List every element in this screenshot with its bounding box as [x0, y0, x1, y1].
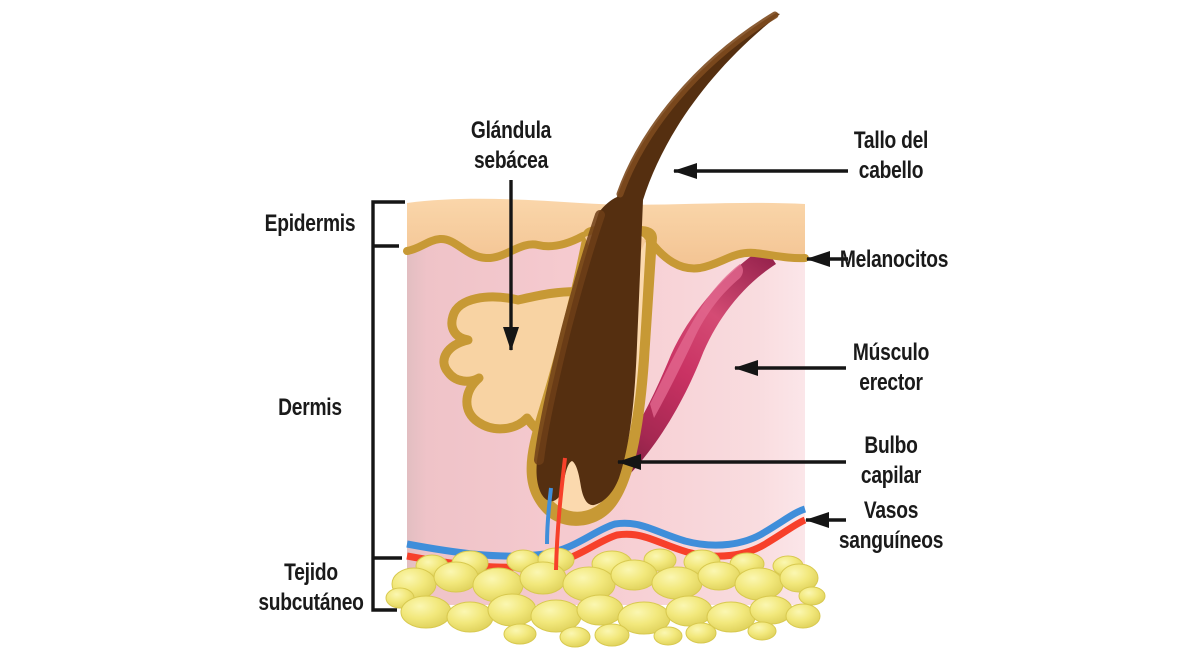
label-erector-muscle-line2: erector: [859, 369, 923, 396]
hair-shaft-and-bulb: [536, 13, 780, 506]
label-melanocytes: Melanocitos: [806, 245, 982, 275]
label-epidermis-text: Epidermis: [264, 210, 356, 237]
bulb-capillary-branches: [545, 457, 567, 571]
label-subcutaneous-tissue: Tejido subcutáneo: [223, 558, 399, 618]
label-sebaceous-gland: Glándula sebácea: [423, 116, 599, 176]
label-hair-bulb: Bulbo capilar: [803, 431, 979, 491]
hair-root-highlight: [534, 210, 605, 465]
label-blood-vessels-line1: Vasos: [863, 497, 919, 524]
callout-arrows: [503, 163, 848, 528]
label-erector-muscle-line1: Músculo: [852, 339, 930, 366]
label-blood-vessels-line2: sanguíneos: [838, 527, 944, 554]
vein-blue-vessel: [406, 505, 807, 560]
label-hair-bulb-line1: Bulbo: [864, 432, 918, 459]
hair: [534, 11, 780, 506]
label-erector-muscle: Músculo erector: [803, 338, 979, 398]
fat-cells-group: [385, 547, 826, 648]
label-dermis-text: Dermis: [278, 394, 342, 421]
layer-brackets: [371, 200, 405, 612]
label-hair-shaft-line1: Tallo del: [853, 127, 929, 154]
blood-vessels: [406, 505, 807, 571]
label-hair-shaft-line2: cabello: [858, 157, 924, 184]
label-subcutaneous-tissue-line2: subcutáneo: [258, 589, 364, 616]
label-dermis: Dermis: [222, 393, 398, 423]
label-sebaceous-gland-line1: Glándula: [470, 117, 552, 144]
label-melanocytes-text: Melanocitos: [839, 246, 949, 273]
label-subcutaneous-tissue-line1: Tejido: [284, 559, 338, 586]
label-hair-bulb-line2: capilar: [860, 462, 922, 489]
erector-muscle: [610, 251, 776, 476]
label-hair-shaft: Tallo del cabello: [803, 126, 979, 186]
label-epidermis: Epidermis: [222, 209, 398, 239]
label-blood-vessels: Vasos sanguíneos: [803, 496, 979, 556]
erector-muscle-highlight: [650, 264, 743, 418]
hair-shaft-highlight: [616, 11, 779, 198]
artery-red-vessel: [406, 516, 807, 571]
label-sebaceous-gland-line2: sebácea: [473, 147, 549, 174]
